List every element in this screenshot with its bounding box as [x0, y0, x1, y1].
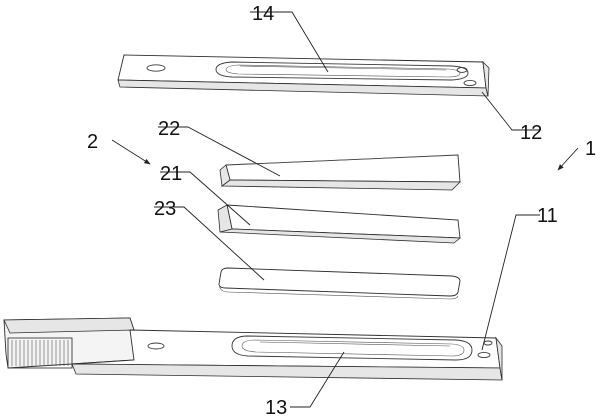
label-13: 13	[265, 397, 287, 417]
label-12: 12	[520, 122, 542, 144]
leader-lines	[111, 11, 579, 408]
label-11: 11	[537, 205, 558, 227]
plate-part-23	[218, 267, 461, 300]
label-2: 2	[87, 131, 98, 153]
label-14: 14	[252, 3, 274, 25]
label-1: 1	[585, 138, 596, 160]
label-22: 22	[158, 118, 180, 140]
wedge-part-22	[219, 154, 461, 191]
reference-labels: 14 12 1 2 22 21 23 11 13	[87, 3, 596, 417]
label-23: 23	[154, 198, 176, 220]
wedge-part-21	[217, 204, 462, 244]
screw-bar-part-11	[3, 317, 503, 381]
label-21: 21	[160, 163, 182, 185]
top-plate-part-12	[117, 54, 490, 97]
